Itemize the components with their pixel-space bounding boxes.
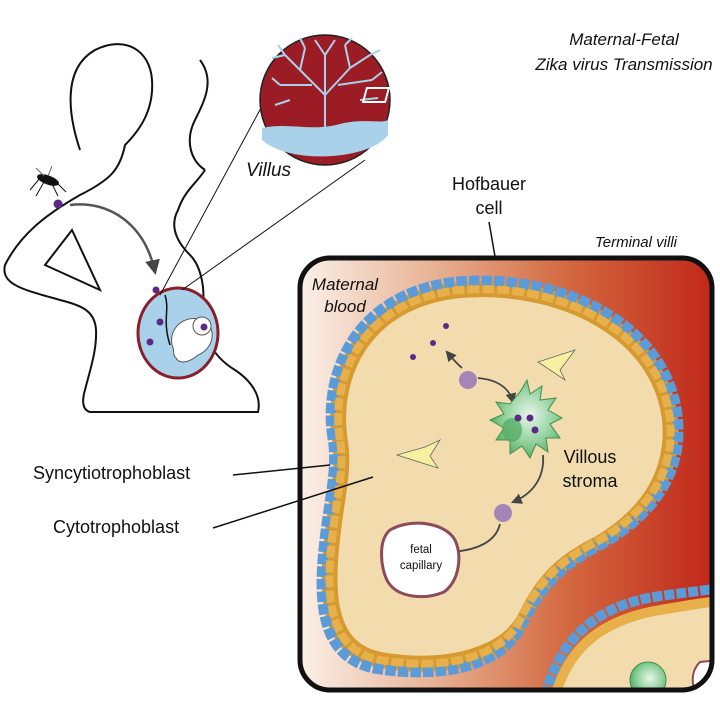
- villus-label: Villus: [246, 160, 292, 181]
- arrow-from-hofbauer: [511, 454, 544, 504]
- terminal-villi-label: Terminal villi: [595, 234, 678, 251]
- title-line-1: Maternal-Fetal: [569, 30, 680, 49]
- hofbauer-label-line-1: Hofbauer: [452, 174, 526, 194]
- syncytiotrophoblast-label: Syncytiotrophoblast: [33, 463, 190, 483]
- zoom-box: [361, 87, 391, 103]
- virus-particle-icon: [494, 504, 512, 522]
- villus-tree: [271, 37, 383, 130]
- transmission-arrow: [69, 203, 160, 275]
- fetal-capillary-label-line-1: fetal: [410, 544, 432, 556]
- villous-stroma-label-line-1: Villous: [564, 447, 617, 467]
- second-villus: [544, 594, 712, 690]
- uterus-with-fetus: [136, 286, 220, 380]
- zoom-line: [181, 159, 366, 291]
- virus-particle-icon: [459, 371, 477, 389]
- virus-particle-icon: [156, 318, 164, 326]
- hofbauer-label-line-2: cell: [475, 198, 502, 218]
- maternal-blood-label-line-1: Maternal: [312, 275, 379, 294]
- fibroblast-cell-icon: [537, 349, 577, 382]
- arrow-to-trophoblast: [445, 350, 463, 369]
- fetal-capillary-label-line-2: capillary: [400, 560, 442, 572]
- mosquito-icon: [29, 165, 67, 197]
- zoom-line: [159, 94, 269, 296]
- pregnant-woman-outline: [3, 43, 260, 413]
- virus-particle-icon: [443, 323, 449, 329]
- villus-circle: [259, 34, 391, 166]
- terminal-villi-panel: [297, 255, 715, 693]
- fetal-capillary: [380, 521, 461, 599]
- virus-particle-icon: [410, 354, 416, 360]
- hofbauer-cell-icon: [629, 661, 667, 690]
- cytotrophoblast-label: Cytotrophoblast: [53, 517, 179, 537]
- virus-particle-icon: [146, 338, 154, 346]
- cytotrophoblast-pointer-line: [212, 476, 374, 529]
- syncytiotrophoblast-pointer-line: [232, 464, 331, 476]
- villous-stroma-label-line-2: stroma: [562, 471, 618, 491]
- virus-particle-icon: [53, 199, 63, 209]
- virus-particle-icon: [430, 340, 436, 346]
- hofbauer-cell-icon: [488, 378, 564, 460]
- fibroblast-cell-icon: [395, 439, 442, 469]
- second-villus-syncytiotrophoblast: [535, 583, 712, 690]
- syncytiotrophoblast-layer: [316, 275, 684, 678]
- cytotrophoblast-layer: [325, 285, 675, 668]
- title-line-2: Zika virus Transmission: [534, 55, 712, 74]
- maternal-blood-label-line-2: blood: [324, 297, 366, 316]
- arrow-to-hofbauer: [477, 377, 517, 405]
- virus-particle-icon: [152, 286, 160, 294]
- virus-particle-icon: [200, 323, 208, 331]
